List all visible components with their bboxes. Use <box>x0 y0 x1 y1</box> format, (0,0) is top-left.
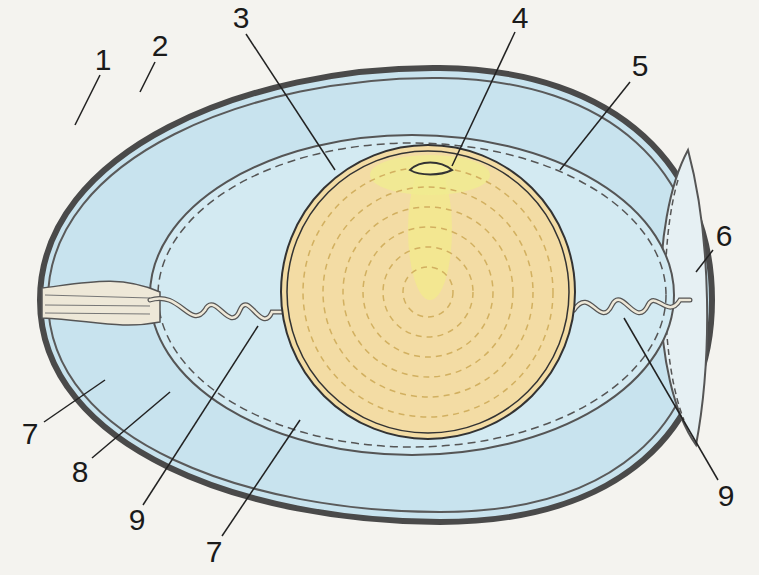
latebra-top <box>370 155 490 195</box>
dense-albumen-dash <box>158 143 666 447</box>
callout-number: 7 <box>20 419 41 449</box>
chalaza-left-coil-inner <box>150 298 282 318</box>
callout-number: 5 <box>630 51 651 81</box>
callout-number: 6 <box>714 221 735 251</box>
dense-albumen <box>150 135 674 455</box>
callout-number: 1 <box>93 45 114 75</box>
chalaza-left-band <box>42 281 160 325</box>
callout-number: 2 <box>150 31 171 61</box>
callout-number: 8 <box>70 457 91 487</box>
yolk <box>281 145 575 439</box>
callout-number: 4 <box>510 3 531 33</box>
chalaza-left-coil <box>150 298 282 318</box>
chalaza-left-lines <box>45 295 150 314</box>
chalaza-right-coil-inner <box>574 300 690 313</box>
callout-number: 3 <box>231 3 252 33</box>
callout-number: 9 <box>716 481 737 511</box>
callout-number: 7 <box>204 537 225 567</box>
germinal-disc <box>410 163 452 175</box>
egg-shell <box>40 68 712 522</box>
callout-number: 9 <box>127 505 148 535</box>
yolk-membrane <box>287 151 569 433</box>
yolk-rings <box>303 167 553 417</box>
chalaza-right-coil <box>574 300 690 313</box>
leader-lines <box>44 32 718 536</box>
